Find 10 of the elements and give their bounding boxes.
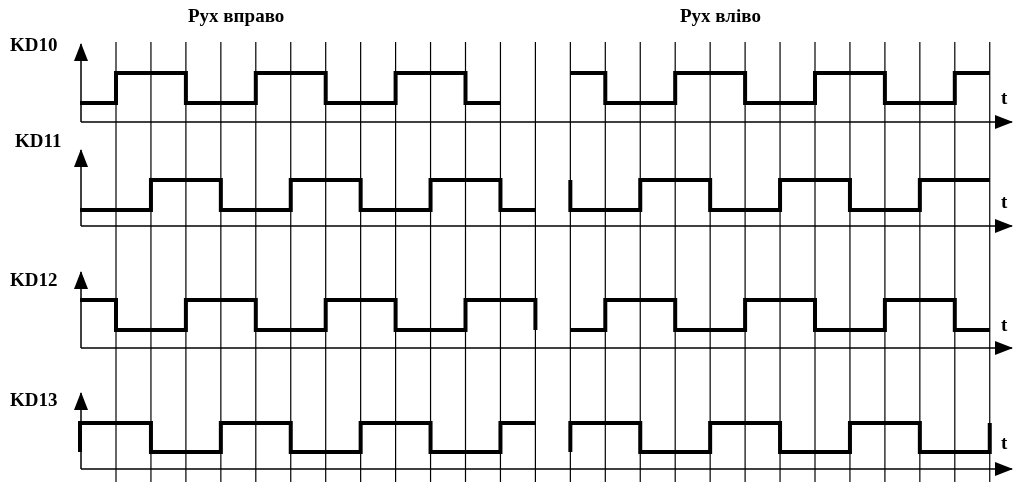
signal-label: KD11: [15, 131, 62, 150]
signal-label: KD10: [10, 35, 58, 54]
axis-label: t: [1001, 192, 1008, 211]
axis-label: t: [1001, 433, 1008, 452]
axis-label: t: [1001, 315, 1008, 334]
signal-label: KD12: [10, 270, 58, 289]
signal-label: KD13: [10, 390, 58, 409]
section-title: Рух вправо: [188, 6, 285, 25]
section-title: Рух вліво: [680, 6, 761, 25]
axis-label: t: [1001, 88, 1008, 107]
